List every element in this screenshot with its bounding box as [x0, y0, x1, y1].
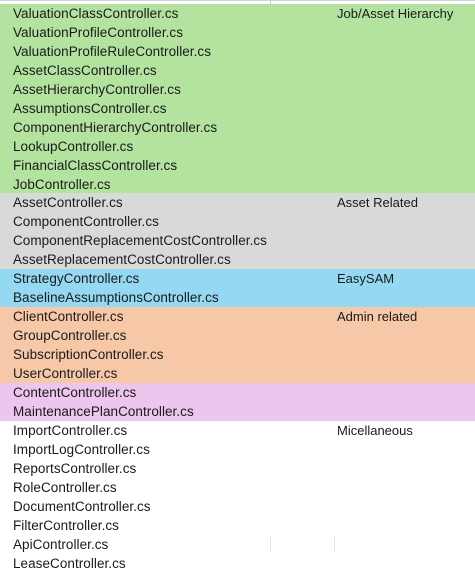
column-divider: [334, 535, 335, 553]
file-cell[interactable]: AssetClassController.cs: [13, 63, 157, 78]
file-cell[interactable]: LeaseController.cs: [13, 556, 126, 571]
group-label[interactable]: Micellaneous: [337, 423, 413, 438]
file-cell[interactable]: JobController.cs: [13, 177, 111, 192]
file-cell[interactable]: AssetController.cs: [13, 195, 123, 210]
file-cell[interactable]: ReportsController.cs: [13, 461, 137, 476]
group-admin-related: Admin related ClientController.cs GroupC…: [0, 307, 475, 383]
file-cell[interactable]: AssumptionsController.cs: [13, 101, 167, 116]
file-cell[interactable]: ComponentReplacementCostController.cs: [13, 233, 267, 248]
file-cell[interactable]: DocumentController.cs: [13, 499, 151, 514]
top-border: [0, 0, 475, 1]
group-label[interactable]: Job/Asset Hierarchy: [337, 6, 454, 21]
file-cell[interactable]: AssetHierarchyController.cs: [13, 82, 181, 97]
file-cell[interactable]: ContentController.cs: [13, 385, 137, 400]
group-label[interactable]: EasySAM: [337, 271, 395, 286]
group-job-asset-hierarchy: Job/Asset Hierarchy ValuationClassContro…: [0, 4, 475, 193]
file-cell[interactable]: FinancialClassController.cs: [13, 158, 178, 173]
file-cell[interactable]: BaselineAssumptionsController.cs: [13, 290, 219, 305]
file-cell[interactable]: SubscriptionController.cs: [13, 347, 164, 362]
group-asset-related: Asset Related AssetController.cs Compone…: [0, 193, 475, 269]
file-cell[interactable]: AssetReplacementCostController.cs: [13, 252, 231, 267]
file-cell[interactable]: FilterController.cs: [13, 518, 119, 533]
file-cell[interactable]: StrategyController.cs: [13, 271, 140, 286]
group-label[interactable]: Asset Related: [337, 195, 418, 210]
file-cell[interactable]: ImportController.cs: [13, 423, 128, 438]
file-cell[interactable]: MaintenancePlanController.cs: [13, 404, 194, 419]
group-content: ContentController.cs MaintenancePlanCont…: [0, 383, 475, 421]
group-easysam: EasySAM StrategyController.cs BaselineAs…: [0, 269, 475, 307]
file-cell[interactable]: ImportLogController.cs: [13, 442, 150, 457]
file-cell[interactable]: ValuationProfileRuleController.cs: [13, 44, 211, 59]
file-cell[interactable]: LookupController.cs: [13, 139, 134, 154]
column-divider: [270, 0, 271, 4]
file-cell[interactable]: ComponentHierarchyController.cs: [13, 120, 218, 135]
file-cell[interactable]: ApiController.cs: [13, 537, 109, 552]
file-cell[interactable]: ClientController.cs: [13, 309, 124, 324]
group-label[interactable]: Admin related: [337, 309, 418, 324]
file-cell[interactable]: RoleController.cs: [13, 480, 117, 495]
file-cell[interactable]: UserController.cs: [13, 366, 118, 381]
file-cell[interactable]: ValuationProfileController.cs: [13, 25, 184, 40]
file-cell[interactable]: GroupController.cs: [13, 328, 127, 343]
column-divider: [270, 535, 271, 553]
file-cell[interactable]: ComponentController.cs: [13, 214, 159, 229]
group-miscellaneous: Micellaneous ImportController.cs ImportL…: [0, 421, 475, 571]
file-cell[interactable]: ValuationClassController.cs: [13, 6, 179, 21]
